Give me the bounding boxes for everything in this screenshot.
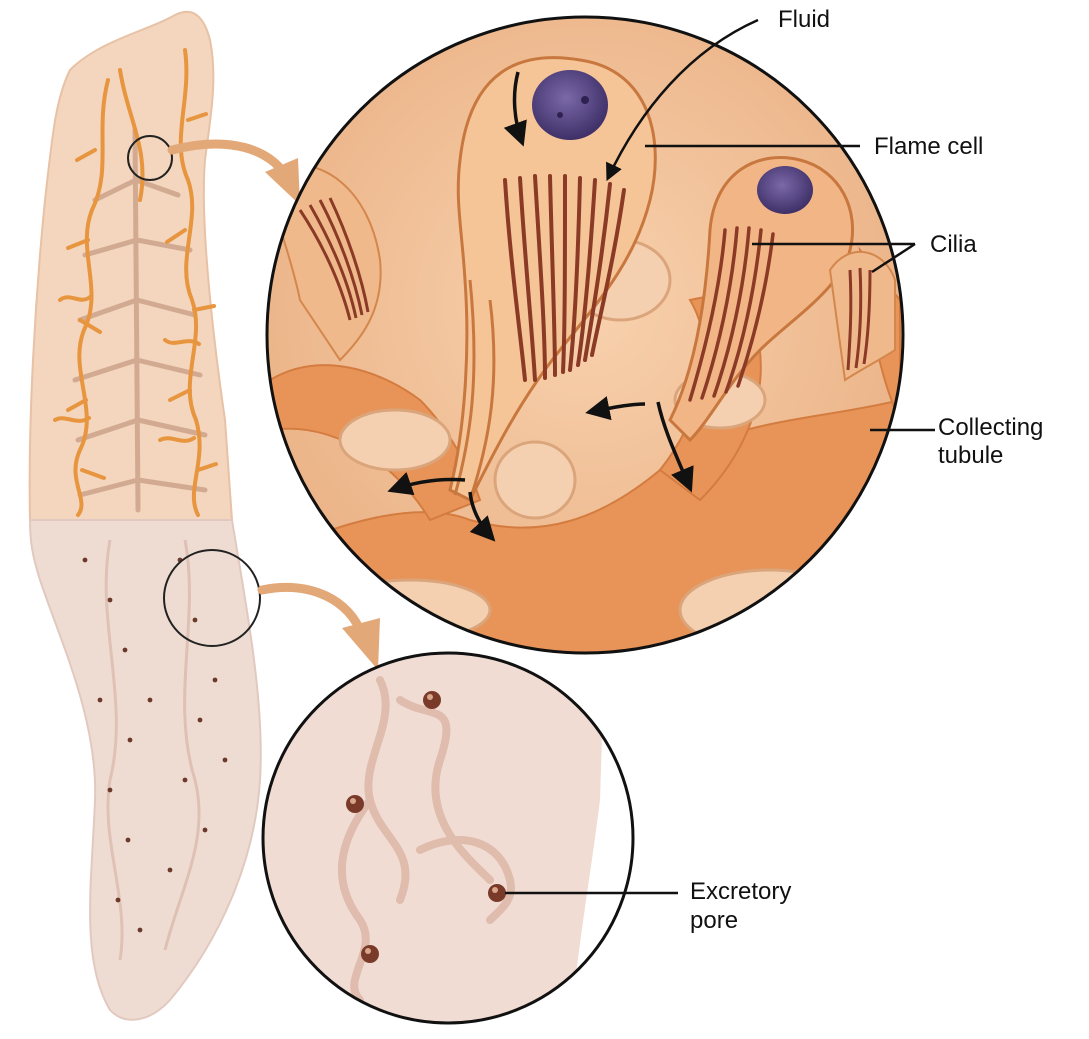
- excretory-pore-3: [488, 884, 506, 902]
- flame-cell-main-nucleus: [532, 70, 608, 140]
- excretory-pore-4: [361, 945, 379, 963]
- worm-upper-body: [30, 12, 232, 520]
- flame-cell-magnified-view: [250, 17, 920, 700]
- excretory-pore-2: [346, 795, 364, 813]
- label-excretory-pore-line1: Excretory: [690, 878, 791, 906]
- label-excretory-pore-line2: pore: [690, 907, 738, 935]
- label-fluid: Fluid: [778, 6, 830, 34]
- label-cilia: Cilia: [930, 231, 977, 259]
- label-flame-cell: Flame cell: [874, 133, 983, 161]
- excretory-pore-1: [423, 691, 441, 709]
- worm-lower-body: [30, 520, 261, 1020]
- flatworm-body: [30, 12, 261, 1020]
- label-collecting-tubule-line1: Collecting: [938, 414, 1043, 442]
- label-collecting-tubule-line2: tubule: [938, 442, 1003, 470]
- flame-cell-right-nucleus: [757, 166, 813, 214]
- excretory-pore-magnified-view: [263, 640, 650, 1030]
